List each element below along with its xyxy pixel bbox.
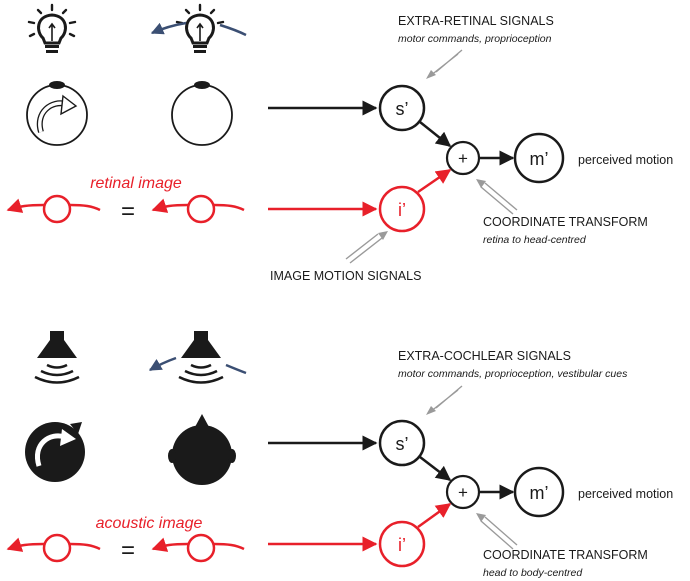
s-to-sum-arrow xyxy=(419,121,452,147)
pointer-arrowhead xyxy=(426,406,436,415)
speaker-moving-icon xyxy=(178,331,224,384)
i-to-sum-arrow xyxy=(417,502,452,529)
perceived-motion-label: perceived motion xyxy=(578,487,673,501)
motion-arrow xyxy=(148,356,177,372)
pointer-arrow xyxy=(429,49,463,77)
pointer-arrow xyxy=(480,182,518,215)
eye-rotating-icon xyxy=(26,81,88,146)
node-m xyxy=(513,466,565,518)
node-i xyxy=(378,520,426,568)
retinal-image-dot xyxy=(42,194,72,224)
retinal-image-left xyxy=(8,205,101,210)
extra-cochlear-title: EXTRA-COCHLEAR SIGNALS xyxy=(398,349,571,363)
head-rotating-icon xyxy=(25,422,85,482)
i-to-sum-arrow xyxy=(417,168,452,194)
acoustic-image-dot xyxy=(186,533,216,563)
lightbulb-icon xyxy=(27,3,77,53)
pointer-arrow xyxy=(480,516,518,550)
node-m xyxy=(513,132,565,184)
speaker-icon xyxy=(34,331,80,384)
acoustic-image-right xyxy=(153,544,245,549)
extra-retinal-subtitle: motor commands, proprioception xyxy=(398,33,552,45)
node-s xyxy=(378,84,426,132)
coordinate-transform-subtitle: retina to head-centred xyxy=(483,234,587,246)
equals-sign: = xyxy=(121,537,135,564)
visual-panel: retinal image = s’ i’ + m’ perceived mot… xyxy=(8,3,673,283)
node-s-label: s’ xyxy=(396,99,409,119)
node-i xyxy=(378,185,426,233)
motion-trail xyxy=(225,363,247,375)
node-m-label: m’ xyxy=(530,149,549,169)
pointer-arrow xyxy=(345,233,383,264)
image-motion-signals-label: IMAGE MOTION SIGNALS xyxy=(270,269,421,283)
sum-node-label: + xyxy=(458,149,468,168)
node-i-label: i’ xyxy=(398,200,406,220)
node-i-label: i’ xyxy=(398,535,406,555)
coordinate-transform-subtitle: head to body-centred xyxy=(483,567,583,579)
pointer-arrowhead xyxy=(476,513,486,522)
extra-cochlear-subtitle: motor commands, proprioception, vestibul… xyxy=(398,368,628,380)
sum-node-label: + xyxy=(458,483,468,502)
auditory-panel: acoustic image = s’ i’ + m’ perceived mo… xyxy=(8,331,673,579)
pointer-arrowhead xyxy=(426,70,436,79)
equals-sign: = xyxy=(121,198,135,225)
extra-retinal-title: EXTRA-RETINAL SIGNALS xyxy=(398,14,554,28)
eye-icon xyxy=(171,81,233,146)
acoustic-image-dot xyxy=(42,533,72,563)
head-icon xyxy=(168,414,236,485)
node-m-label: m’ xyxy=(530,483,549,503)
acoustic-image-label: acoustic image xyxy=(96,515,203,532)
lightbulb-moving-icon xyxy=(175,3,225,53)
coordinate-transform-title: COORDINATE TRANSFORM xyxy=(483,215,648,229)
acoustic-image-left xyxy=(8,544,101,549)
motion-arrow xyxy=(150,21,187,35)
s-to-sum-arrow xyxy=(419,456,452,481)
retinal-image-right xyxy=(153,205,245,210)
coordinate-transform-title: COORDINATE TRANSFORM xyxy=(483,548,648,562)
retinal-image-dot xyxy=(186,194,216,224)
node-s xyxy=(378,419,426,467)
node-s-label: s’ xyxy=(396,434,409,454)
pointer-arrowhead xyxy=(476,179,486,188)
motion-trail xyxy=(219,23,247,37)
retinal-image-label: retinal image xyxy=(90,175,182,192)
perceived-motion-label: perceived motion xyxy=(578,153,673,167)
pointer-arrow xyxy=(429,385,463,413)
pointer-arrowhead xyxy=(378,231,388,240)
